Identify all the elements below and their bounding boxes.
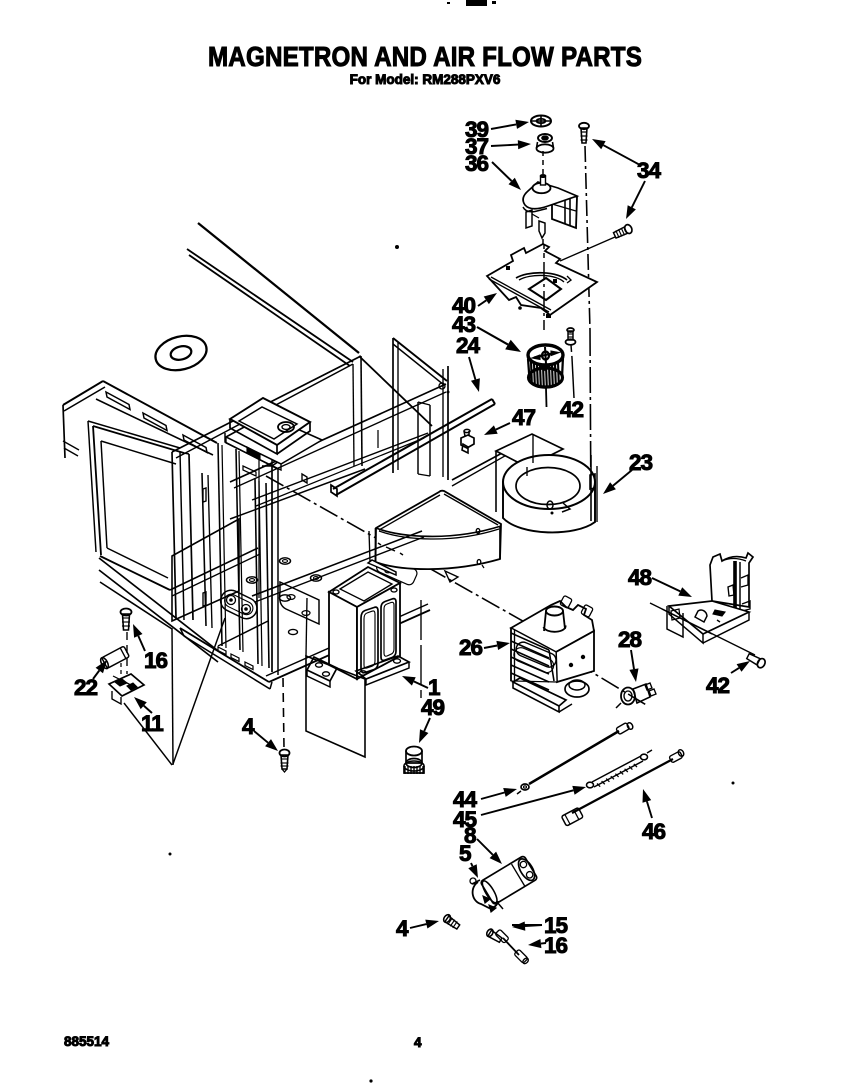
svg-text:MAGNETRON AND AIR FLOW PARTS: MAGNETRON AND AIR FLOW PARTS <box>208 43 642 73</box>
svg-text:36: 36 <box>465 151 489 176</box>
svg-text:885514: 885514 <box>64 1034 110 1049</box>
svg-text:42: 42 <box>560 397 584 422</box>
svg-text:48: 48 <box>628 565 652 590</box>
svg-text:4: 4 <box>242 714 255 739</box>
svg-text:11: 11 <box>141 711 163 736</box>
svg-text:45: 45 <box>453 807 477 832</box>
svg-text:26: 26 <box>459 635 483 660</box>
svg-text:44: 44 <box>453 787 478 812</box>
svg-text:40: 40 <box>452 293 476 318</box>
svg-text:16: 16 <box>544 933 568 958</box>
svg-text:5: 5 <box>459 841 471 866</box>
svg-text:For Model: RM288PXV6: For Model: RM288PXV6 <box>350 72 501 87</box>
svg-text:28: 28 <box>618 627 642 652</box>
svg-text:1: 1 <box>428 675 440 700</box>
svg-text:15: 15 <box>544 913 568 938</box>
svg-text:37: 37 <box>465 134 489 159</box>
svg-text:34: 34 <box>637 158 662 183</box>
svg-text:4: 4 <box>396 916 409 941</box>
svg-text:46: 46 <box>642 819 666 844</box>
svg-text:22: 22 <box>74 675 98 700</box>
svg-text:39: 39 <box>465 117 489 142</box>
svg-text:24: 24 <box>456 333 481 358</box>
svg-text:8: 8 <box>464 823 476 848</box>
svg-text:43: 43 <box>452 312 476 337</box>
svg-text:42: 42 <box>706 673 730 698</box>
svg-text:23: 23 <box>629 450 653 475</box>
svg-text:49: 49 <box>421 695 445 720</box>
svg-text:47: 47 <box>512 405 536 430</box>
svg-text:16: 16 <box>144 648 168 673</box>
svg-text:4: 4 <box>414 1035 422 1050</box>
